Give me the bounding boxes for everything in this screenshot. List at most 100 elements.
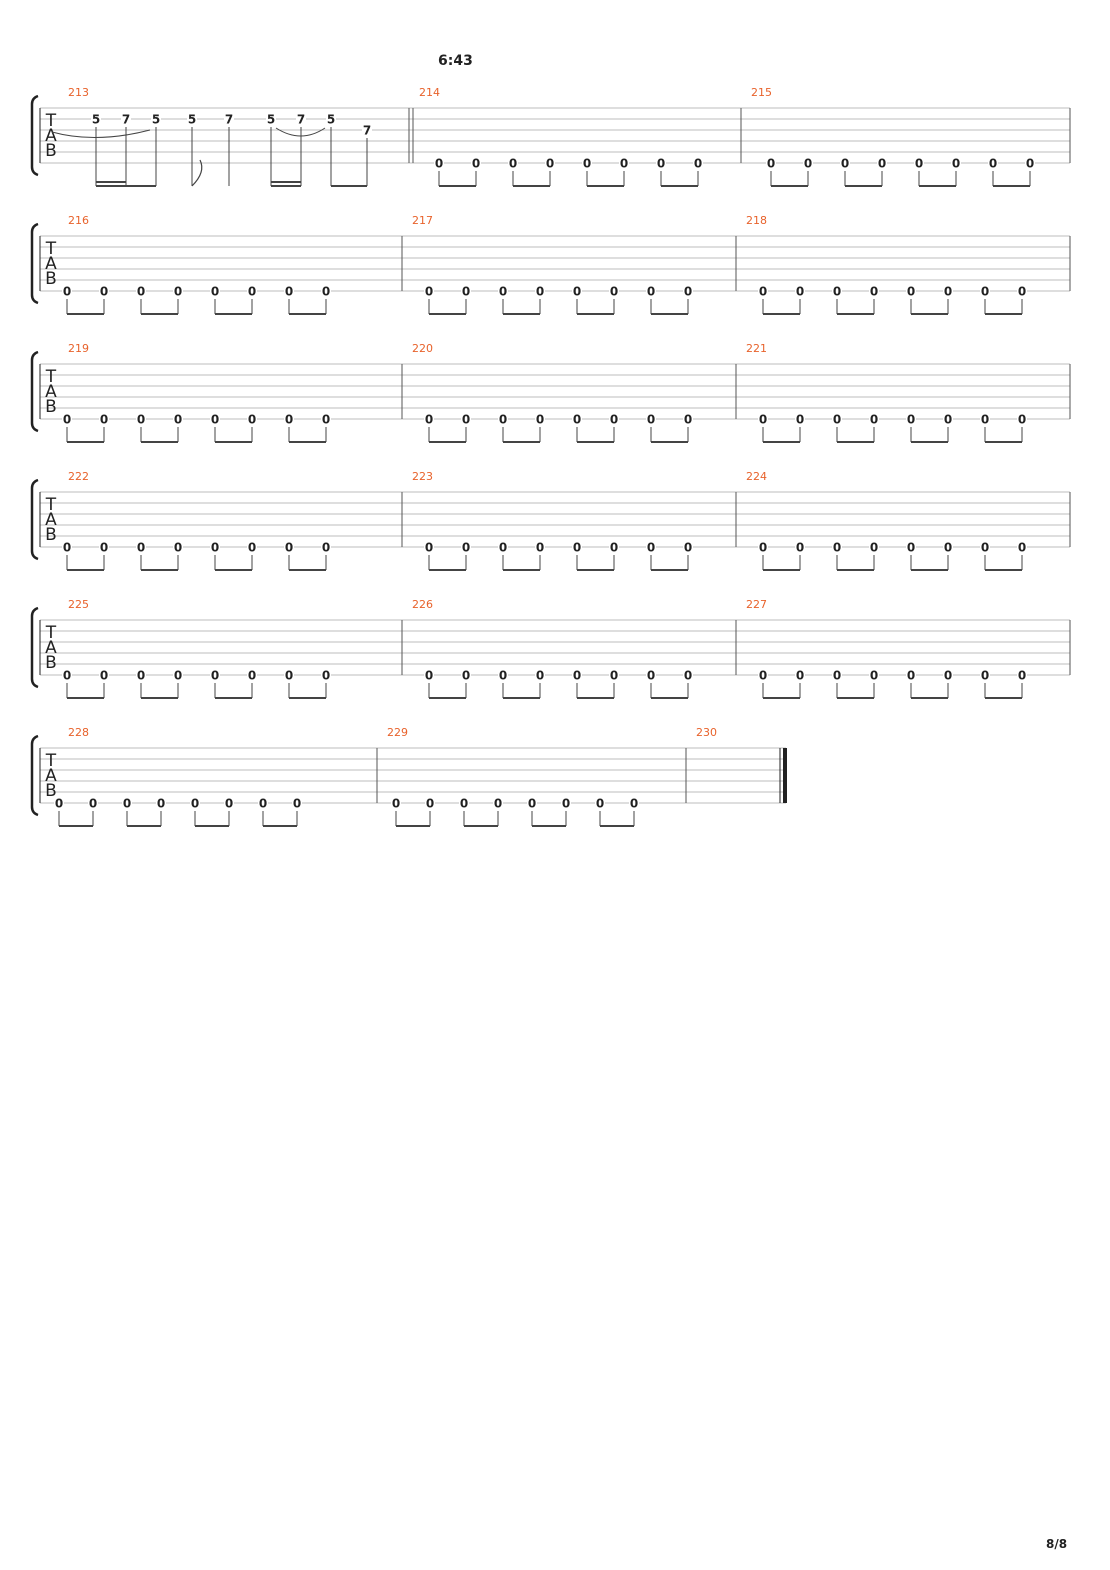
note-knockout: [832, 413, 842, 425]
note-knockout: [795, 285, 805, 297]
note-knockout: [906, 541, 916, 553]
note-knockout: [646, 285, 656, 297]
note-knockout: [803, 157, 813, 169]
fret-number: 0: [952, 157, 960, 171]
fret-number: 0: [647, 413, 655, 427]
note-knockout: [54, 797, 64, 809]
fret-number: 0: [870, 285, 878, 299]
fret-number: 0: [1026, 157, 1034, 171]
fret-number: 0: [1018, 541, 1026, 555]
note-knockout: [683, 541, 693, 553]
slur: [275, 127, 326, 137]
note-knockout: [136, 413, 146, 425]
note-knockout: [988, 157, 998, 169]
fret-number: 0: [285, 413, 293, 427]
note-knockout: [151, 113, 161, 125]
fret-number: 0: [610, 541, 618, 555]
note-knockout: [498, 413, 508, 425]
fret-number: 0: [610, 413, 618, 427]
measure-number: 220: [412, 342, 433, 355]
fret-number: 0: [647, 541, 655, 555]
note-knockout: [99, 413, 109, 425]
system-bracket: [30, 94, 39, 177]
fret-number: 0: [610, 285, 618, 299]
note-knockout: [609, 285, 619, 297]
fret-number: 0: [562, 797, 570, 811]
fret-number: 0: [620, 157, 628, 171]
fret-number: 0: [981, 669, 989, 683]
note-knockout: [572, 285, 582, 297]
fret-number: 0: [981, 541, 989, 555]
note-knockout: [156, 797, 166, 809]
fret-number: 0: [248, 669, 256, 683]
fret-number: 0: [100, 285, 108, 299]
fret-number: 0: [63, 669, 71, 683]
note-knockout: [795, 669, 805, 681]
note-knockout: [869, 669, 879, 681]
note-knockout: [683, 669, 693, 681]
measure-number: 221: [746, 342, 767, 355]
note-knockout: [832, 541, 842, 553]
measure-number: 228: [68, 726, 89, 739]
note-knockout: [758, 285, 768, 297]
note-knockout: [646, 541, 656, 553]
tab-clef-letter: B: [45, 269, 57, 289]
tab-clef-letter: B: [45, 141, 57, 161]
tab-clef-letter: A: [45, 638, 57, 658]
note-knockout: [461, 541, 471, 553]
note-knockout: [869, 541, 879, 553]
fret-number: 0: [536, 541, 544, 555]
fret-number: 0: [796, 669, 804, 683]
note-knockout: [173, 285, 183, 297]
note-knockout: [284, 669, 294, 681]
fret-number: 0: [796, 541, 804, 555]
note-knockout: [609, 669, 619, 681]
note-knockout: [943, 413, 953, 425]
tab-clef-letter: T: [45, 623, 57, 643]
note-knockout: [1017, 541, 1027, 553]
fret-number: 0: [907, 669, 915, 683]
fret-number: 0: [536, 285, 544, 299]
note-knockout: [906, 413, 916, 425]
note-knockout: [326, 113, 336, 125]
fret-number: 7: [122, 113, 130, 127]
note-knockout: [173, 413, 183, 425]
note-knockout: [572, 413, 582, 425]
fret-number: 0: [63, 413, 71, 427]
note-knockout: [258, 797, 268, 809]
tab-clef-letter: B: [45, 397, 57, 417]
note-knockout: [795, 413, 805, 425]
fret-number: 0: [583, 157, 591, 171]
fret-number: 0: [174, 541, 182, 555]
fret-number: 0: [833, 413, 841, 427]
note-knockout: [582, 157, 592, 169]
measure-number: 215: [751, 86, 772, 99]
note-knockout: [869, 285, 879, 297]
fret-number: 0: [944, 669, 952, 683]
fret-number: 0: [285, 285, 293, 299]
fret-number: 0: [610, 669, 618, 683]
measure-number: 213: [68, 86, 89, 99]
measure-number: 216: [68, 214, 89, 227]
fret-number: 0: [137, 669, 145, 683]
note-knockout: [1017, 669, 1027, 681]
note-knockout: [99, 669, 109, 681]
note-knockout: [595, 797, 605, 809]
fret-number: 0: [425, 413, 433, 427]
fret-number: 0: [684, 413, 692, 427]
note-knockout: [321, 285, 331, 297]
fret-number: 0: [630, 797, 638, 811]
fret-number: 0: [684, 669, 692, 683]
note-knockout: [91, 113, 101, 125]
measure-number: 224: [746, 470, 767, 483]
fret-number: 0: [174, 285, 182, 299]
system-bracket: [30, 222, 39, 305]
fret-number: 5: [188, 113, 196, 127]
note-knockout: [424, 541, 434, 553]
fret-number: 0: [989, 157, 997, 171]
note-knockout: [122, 797, 132, 809]
fret-number: 0: [944, 541, 952, 555]
note-knockout: [877, 157, 887, 169]
note-knockout: [247, 413, 257, 425]
